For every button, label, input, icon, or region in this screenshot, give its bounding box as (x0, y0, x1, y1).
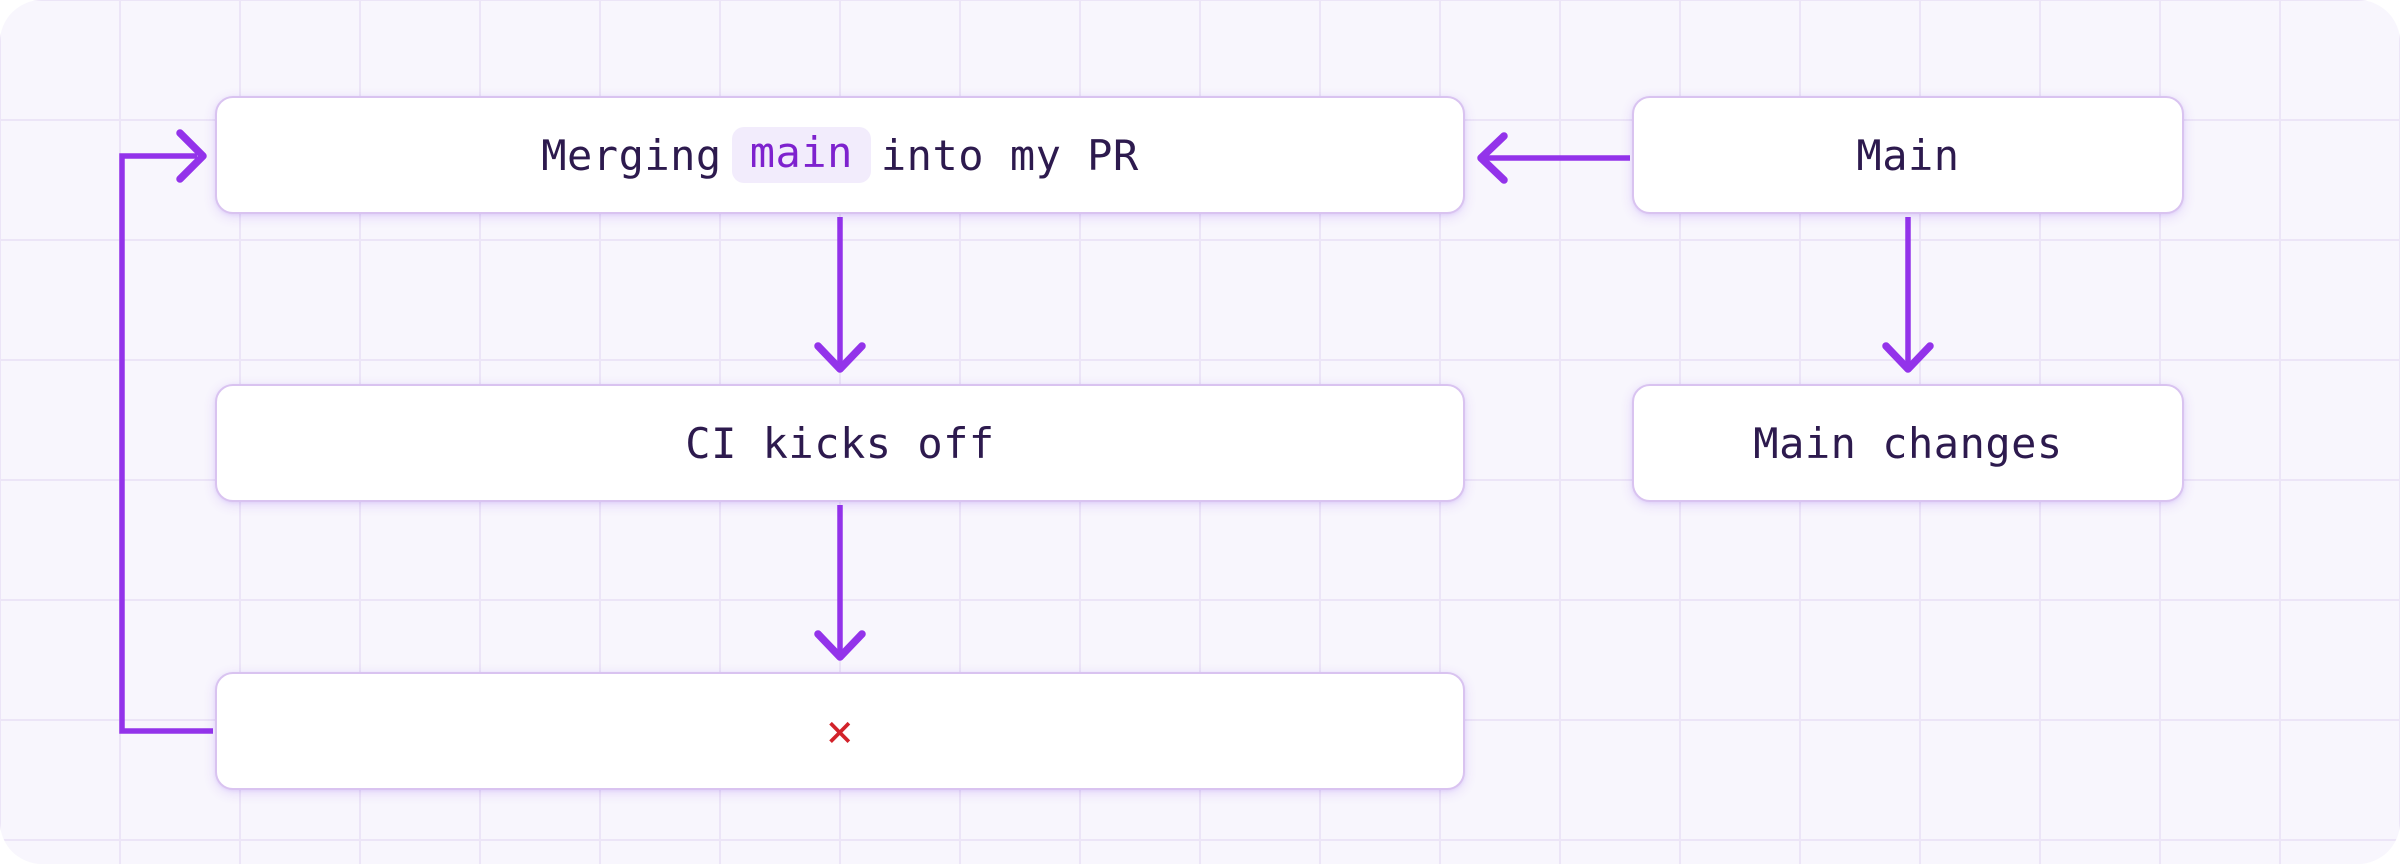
node-merging-main-into-pr: Merging main into my PR (215, 96, 1465, 214)
merge-text-before: Merging (541, 130, 722, 180)
node-main: Main (1632, 96, 2184, 214)
arrow-merge-to-ci (814, 217, 866, 373)
arrow-ci-to-fail (814, 505, 866, 661)
ci-label: CI kicks off (685, 418, 995, 468)
merge-text-after: into my PR (880, 130, 1139, 180)
arrow-main-to-main-changes (1882, 217, 1934, 373)
main-label: Main (1856, 130, 1960, 180)
arrow-loop-fail-to-merge (119, 129, 213, 734)
failure-x-icon: × (825, 704, 855, 758)
arrow-main-to-merge (1477, 132, 1630, 184)
node-main-changes: Main changes (1632, 384, 2184, 502)
main-branch-chip: main (731, 127, 871, 183)
node-ci-kicks-off: CI kicks off (215, 384, 1465, 502)
node-ci-failure: × (215, 672, 1465, 790)
main-changes-label: Main changes (1753, 418, 2063, 468)
